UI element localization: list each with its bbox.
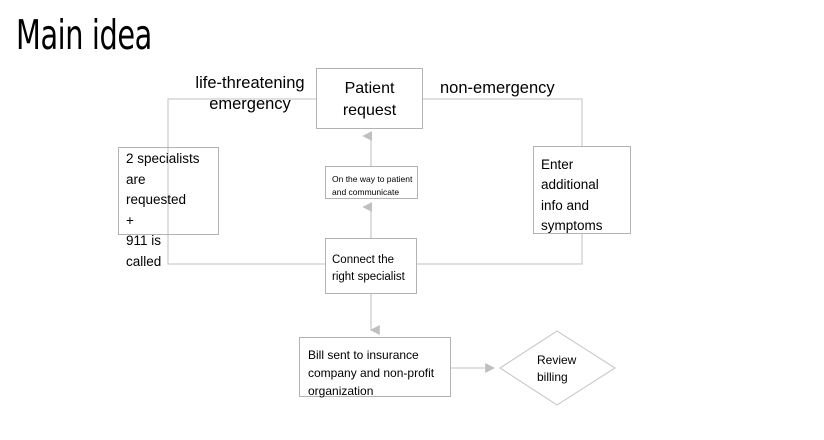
edge-patient-to-enter	[423, 98, 583, 146]
node-bill-sent[interactable]: Bill sent to insurance company and non-p…	[299, 337, 451, 398]
node-enter-additional-info[interactable]: Enter additional info and symptoms	[533, 146, 631, 234]
node-connect-specialist-label: Connect the right specialist	[332, 254, 405, 283]
node-enter-additional-info-label: Enter additional info and symptoms	[541, 157, 603, 233]
node-on-the-way[interactable]: On the way to patient and communicate	[325, 166, 418, 199]
node-patient-request-label: Patient request	[342, 80, 397, 119]
node-connect-specialist[interactable]: Connect the right specialist	[325, 238, 417, 294]
node-on-the-way-label: On the way to patient and communicate	[332, 174, 413, 197]
node-bill-sent-label: Bill sent to insurance company and non-p…	[308, 348, 435, 398]
edge-enter-to-connect	[417, 234, 583, 265]
node-patient-request[interactable]: Patient request	[316, 68, 423, 129]
node-specialists-requested[interactable]: 2 specialists are requested + 911 is cal…	[118, 147, 219, 269]
edge-label-non-emergency: non-emergency	[440, 79, 555, 97]
edge-label-life-threatening: life-threatening emergency	[195, 74, 305, 114]
page-title: Main idea	[16, 11, 152, 59]
node-review-billing-label: Review billing	[537, 353, 577, 385]
node-specialists-requested-label: 2 specialists are requested + 911 is cal…	[126, 151, 200, 269]
